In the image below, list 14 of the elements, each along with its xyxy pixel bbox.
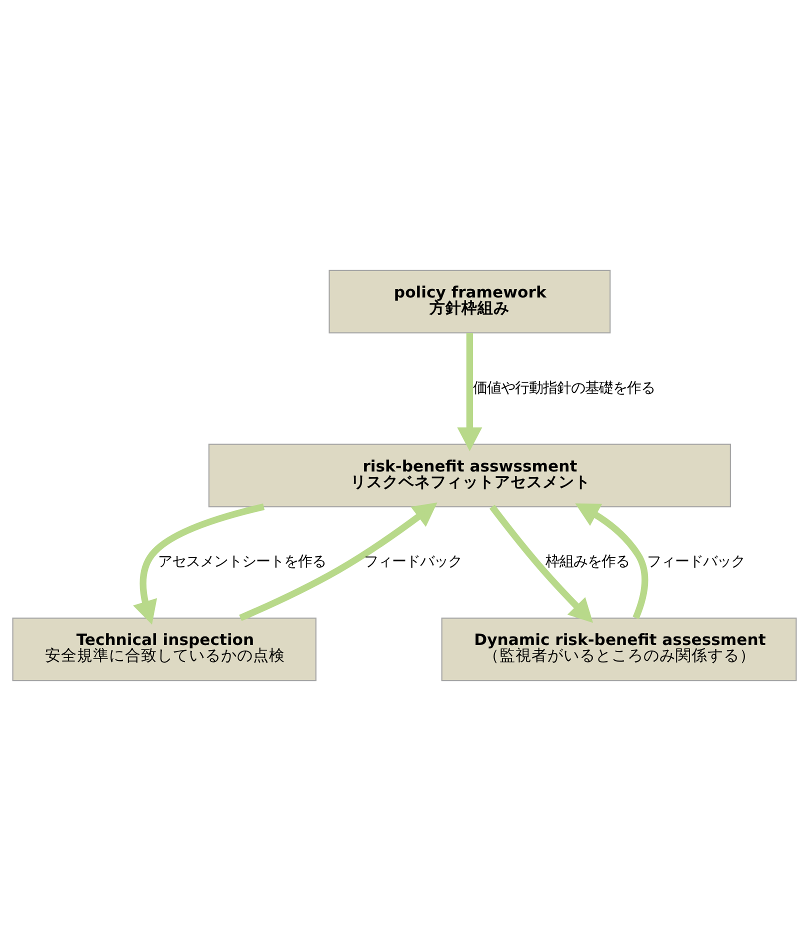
edge-label: フィードバック [646,554,745,570]
arrow [575,503,648,620]
arrow [239,502,438,622]
node-box: Dynamic risk-benefit assessment （監視者がいるところのみ関係する） [441,618,797,682]
edge-label: 価値や行動指針の基礎を作る [472,380,655,396]
edge-label: アセスメントシートを作る [158,554,326,570]
arrow [457,333,482,452]
node-box: risk-benefit asswssment リスクベネフィットアセスメント [208,444,731,508]
arrow [133,503,265,625]
node-box: policy framework 方針枠組み [328,270,611,334]
node-box: Technical inspection 安全規準に合致しているかの点検 [12,618,316,682]
edge-label: 枠組みを作る [545,554,630,570]
arrow [489,504,594,623]
edge-label: フィードバック [364,554,462,570]
